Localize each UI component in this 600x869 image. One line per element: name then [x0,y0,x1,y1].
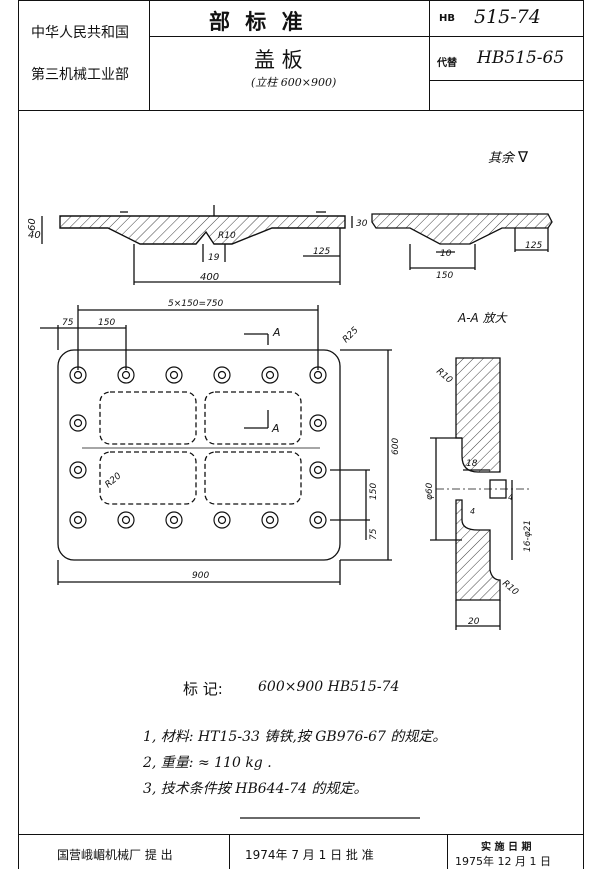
dim-60: 60 [27,218,38,231]
marking-value: 600×900 HB515-74 [258,679,400,695]
header-bottom-border [19,110,583,111]
dim-10: 10 [440,249,452,259]
note-1: 1, 材料: HT15-33 铸铁,按 GB976-67 的规定。 [143,729,447,745]
dim-18: 18 [466,459,478,469]
dim-19: 19 [208,253,220,263]
bolt-hole [117,511,135,529]
bolt-hole [213,366,231,384]
hb-label: HB [439,13,455,24]
bolt-hole [69,414,87,432]
footer-approval: 1974年 7 月 1 日 批 准 [245,848,374,862]
dim-150a: 150 [436,271,453,281]
footer-impl-label: 实 施 日 期 [481,842,532,853]
bolt-hole [165,366,183,384]
standard-type: 部 标 准 [209,10,307,34]
dim-r10b: R10 [434,367,454,386]
dim-600: 600 [391,438,401,455]
footer-top-border [19,834,583,835]
bolt-hole [165,511,183,529]
dim-900: 900 [192,571,209,581]
drawing-sheet: 中华人民共和国 第三机械工业部 部 标 准 盖 板 (立柱 600×900) H… [18,0,584,869]
side-view-right [371,213,553,270]
plan-view [40,305,392,585]
title-divider [149,36,429,37]
dim-phi60: φ60 [425,482,435,500]
note-2: 2, 重量: ≈ 110 kg . [143,755,272,771]
dim-150b: 150 [98,318,115,328]
dim-16-holes: 16-φ21 [523,520,533,552]
part-spec: (立柱 600×900) [251,76,337,89]
note-3: 3, 技术条件按 HB644-74 的规定。 [143,781,368,797]
dim-150c: 150 [369,483,379,500]
bolt-hole [261,366,279,384]
bolt-hole [309,366,327,384]
footer-divider-1 [229,834,230,869]
marking-label: 标 记: [183,680,223,698]
section-label-a1: A [272,326,281,339]
dim-125a: 125 [313,247,330,257]
section-a-a [430,357,530,630]
dim-r10a: R10 [218,231,236,241]
surface-4a: 4 [508,493,513,502]
dim-r10c: R10 [500,579,520,598]
side-view-left [41,205,353,285]
section-label-a2: A [271,422,280,435]
footer-impl-date: 1975年 12 月 1 日 [455,855,551,868]
dim-20: 20 [468,617,480,627]
replace-row-divider [429,80,583,81]
bolt-hole [309,511,327,529]
dim-r20: R20 [104,471,124,490]
header-divider-1 [149,0,150,110]
dim-5x150: 5×150=750 [168,299,223,309]
bolt-hole [213,511,231,529]
surface-symbol: ∇ [517,148,529,166]
replace-label: 代替 [437,58,457,69]
dim-75b: 75 [369,528,379,540]
part-name: 盖 板 [254,48,303,72]
section-title: A-A 放大 [457,311,508,325]
surface-4b: 4 [470,507,475,516]
bolt-hole [69,366,87,384]
dim-400: 400 [200,272,219,283]
bolt-hole [69,461,87,479]
header-divider-2 [429,0,430,110]
bolt-hole [117,366,135,384]
replace-number: HB515-65 [477,48,565,68]
hb-number: 515-74 [474,6,541,28]
dim-40: 40 [28,230,41,241]
footer-proposer: 国营峨嵋机械厂 提 出 [57,848,173,862]
org-line-2: 第三机械工业部 [31,67,129,83]
hb-row-divider [429,36,583,37]
footer-divider-2 [447,834,448,869]
bolt-hole [261,511,279,529]
dim-75a: 75 [62,318,74,328]
top-border [19,0,583,1]
surface-note: 其余 [488,150,516,166]
bolt-hole [309,414,327,432]
bolt-holes [69,366,327,529]
dim-r25: R25 [341,325,361,345]
org-line-1: 中华人民共和国 [31,25,129,41]
bolt-hole [309,461,327,479]
dim-125b: 125 [525,241,542,251]
bolt-hole [69,511,87,529]
dim-30: 30 [356,219,368,229]
